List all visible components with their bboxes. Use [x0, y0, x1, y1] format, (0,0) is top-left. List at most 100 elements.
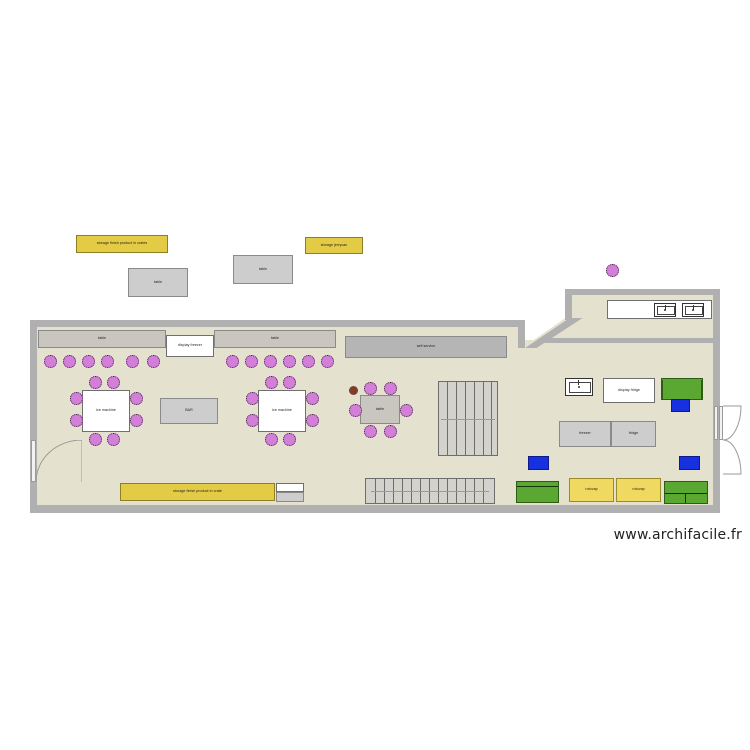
wall-left-main [30, 320, 37, 513]
sink-drain-icon [577, 386, 580, 389]
bar[interactable]: BAR [160, 398, 218, 424]
ice-machine-2[interactable]: ice machine [258, 390, 306, 432]
chair[interactable] [265, 376, 278, 389]
rotovap-1[interactable]: rotovap [569, 478, 614, 502]
sink-1[interactable] [654, 303, 676, 317]
staircase-bottom[interactable] [365, 478, 495, 504]
chair[interactable] [302, 355, 315, 368]
self-service[interactable]: self service [345, 336, 507, 358]
sink-drain-icon [692, 309, 695, 312]
fridge-label: fridge [628, 431, 639, 436]
table-center[interactable]: table [360, 395, 400, 424]
staircase-right[interactable] [438, 381, 498, 456]
chair[interactable] [126, 355, 139, 368]
display-freezer[interactable]: display freezer [166, 335, 214, 357]
table-outside-1-label: table [153, 279, 163, 284]
ice-machine-1[interactable]: ice machine [82, 390, 130, 432]
chair[interactable] [306, 392, 319, 405]
chair[interactable] [246, 414, 259, 427]
chair[interactable] [306, 414, 319, 427]
chair[interactable] [63, 355, 76, 368]
chair[interactable] [82, 355, 95, 368]
coffee-table-2[interactable] [528, 456, 549, 470]
watermark: www.archifacile.fr [613, 527, 742, 543]
ice-machine-1-label: ice machine [96, 408, 116, 413]
counter-bottom-small[interactable] [276, 483, 304, 492]
chair[interactable] [89, 376, 102, 389]
ice-machine-2-label: ice machine [272, 408, 292, 413]
chair[interactable] [384, 382, 397, 395]
rotovap-2-label: rotovap [632, 487, 645, 492]
chair[interactable] [349, 404, 362, 417]
chair[interactable] [283, 376, 296, 389]
storage-jerrycan[interactable]: storage jerrycan [305, 237, 363, 254]
rotovap-1-label: rotovap [585, 487, 598, 492]
sofa-top-right[interactable] [661, 378, 703, 400]
chair[interactable] [226, 355, 239, 368]
chair[interactable] [364, 425, 377, 438]
chair[interactable] [89, 433, 102, 446]
chair[interactable] [246, 392, 259, 405]
chair[interactable] [283, 433, 296, 446]
chair[interactable] [321, 355, 334, 368]
wall-main-right-upper [518, 320, 525, 348]
chair[interactable] [107, 376, 120, 389]
coffee-table-3[interactable] [679, 456, 700, 470]
sink-basin-icon [569, 381, 591, 394]
entrance-door-leaf[interactable] [31, 440, 36, 482]
table-north-2-label: table [270, 336, 280, 341]
right-door-leaf-1[interactable] [714, 406, 718, 440]
sofa-bottom-left[interactable] [516, 481, 559, 503]
sink-tap-icon [692, 304, 694, 310]
door-arc-icon [35, 439, 83, 483]
fridge[interactable]: fridge [611, 421, 656, 447]
self-service-label: self service [416, 344, 436, 349]
table-outside-1[interactable]: table [128, 268, 188, 297]
chair[interactable] [70, 392, 83, 405]
counter-bottom-small-2[interactable] [276, 492, 304, 502]
sofa-arm-left [662, 380, 663, 399]
chair[interactable] [130, 414, 143, 427]
wall-back-upper-left [565, 292, 572, 320]
rotovap-2[interactable]: rotovap [616, 478, 661, 502]
right-door-leaf-2[interactable] [719, 406, 723, 440]
storage-finish-product-crate-inside[interactable]: storage finish product in crate [120, 483, 275, 501]
storage-jerrycan-label: storage jerrycan [320, 242, 348, 247]
freezer[interactable]: freezer [559, 421, 611, 447]
chair[interactable] [264, 355, 277, 368]
table-north-2[interactable]: table [214, 330, 336, 348]
chair-outside-1[interactable] [606, 264, 619, 277]
chair[interactable] [400, 404, 413, 417]
wall-back-right [713, 289, 720, 513]
display-fridge[interactable]: display fridge [603, 378, 655, 403]
table-outside-2[interactable]: table [233, 255, 293, 284]
chair[interactable] [70, 414, 83, 427]
stair-direction-arrow [371, 491, 489, 492]
double-door-arc-icon [722, 405, 742, 475]
stool-brown[interactable] [349, 386, 358, 395]
chair[interactable] [147, 355, 160, 368]
right-door-swing-arcs [722, 404, 743, 476]
storage-finish-product-crates-outside[interactable]: storage finish product in crates [76, 235, 168, 253]
wall-back-bottom [525, 505, 720, 513]
chair[interactable] [130, 392, 143, 405]
display-freezer-label: display freezer [177, 343, 203, 348]
chair[interactable] [265, 433, 278, 446]
chair[interactable] [364, 382, 377, 395]
stair-direction-arrow [441, 418, 495, 420]
chair[interactable] [101, 355, 114, 368]
coffee-table-1[interactable] [671, 399, 690, 412]
table-north-1[interactable]: table [38, 330, 166, 348]
chair[interactable] [384, 425, 397, 438]
sink-tap-icon [664, 304, 666, 310]
sofa-bottom-right[interactable] [664, 481, 708, 504]
chair[interactable] [245, 355, 258, 368]
entrance-door-swing-arc [35, 439, 83, 483]
chair[interactable] [44, 355, 57, 368]
sink-3[interactable] [565, 378, 593, 396]
wall-bottom-main [30, 505, 530, 513]
sink-2[interactable] [682, 303, 704, 317]
chair[interactable] [283, 355, 296, 368]
chair[interactable] [107, 433, 120, 446]
